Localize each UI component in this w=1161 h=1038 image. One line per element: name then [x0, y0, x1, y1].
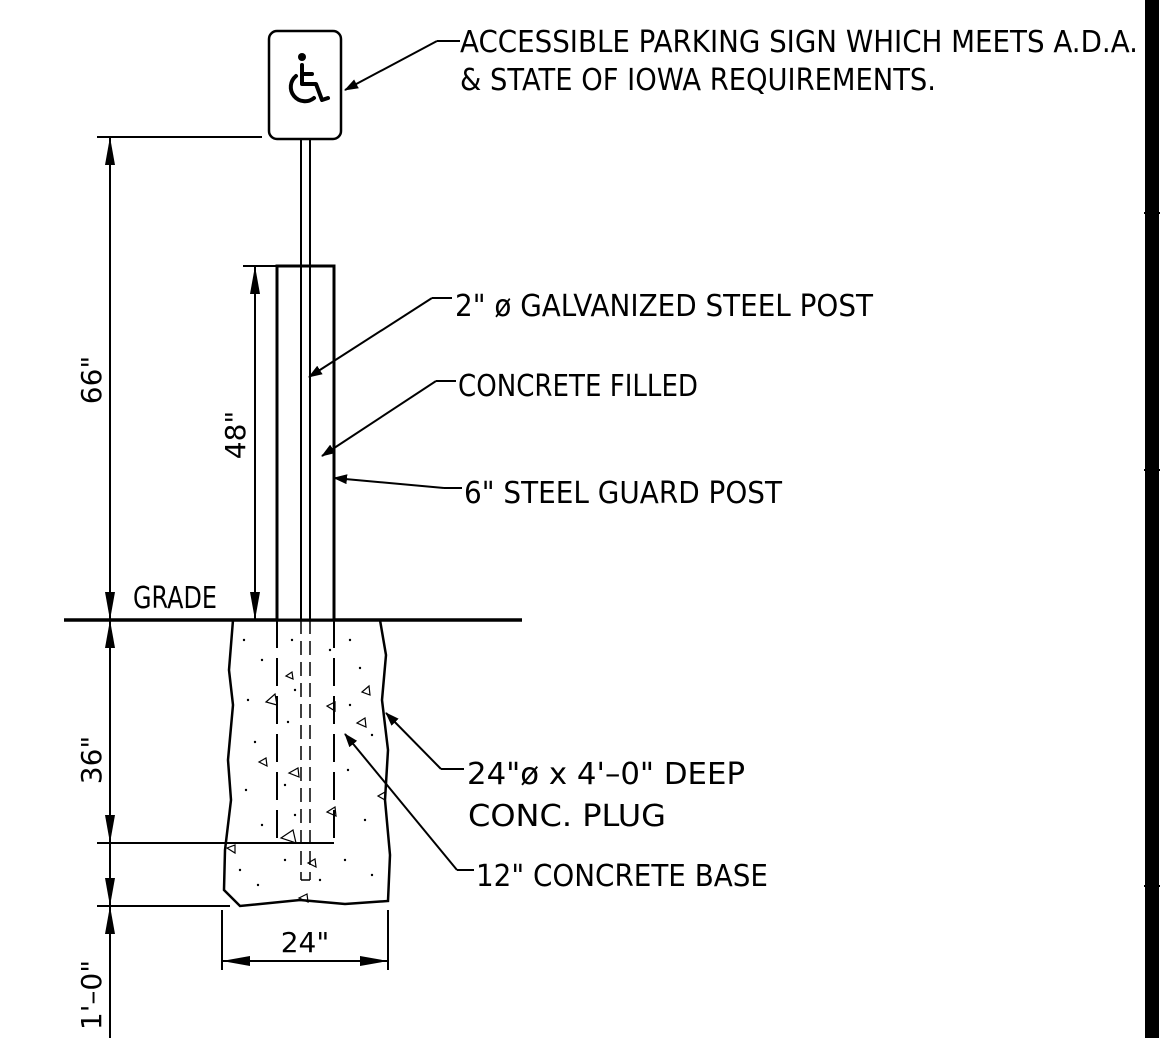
dim-36-label: 36": [75, 736, 108, 785]
sign-note-line1: ACCESSIBLE PARKING SIGN WHICH MEETS A.D.…: [460, 25, 1138, 60]
concrete-stipple: [225, 670, 386, 903]
concrete-filled-note: CONCRETE FILLED: [458, 369, 698, 404]
dim-36-arrow-top: [105, 620, 115, 648]
steel-guard-post: [275, 264, 336, 622]
base-leader: [344, 733, 458, 871]
concrete-filled-leader: [321, 380, 437, 457]
dim-base-arrow-bottom: [105, 906, 115, 934]
dim-24-arrow-left: [222, 956, 250, 966]
dim-48-arrow-bottom: [250, 592, 260, 620]
dim-base-arrow-top: [105, 878, 115, 906]
guard-post-leader: [333, 474, 445, 489]
guard-post-note: 6" STEEL GUARD POST: [464, 476, 783, 511]
wheelchair-accessible-icon: [288, 53, 330, 104]
base-note: 12" CONCRETE BASE: [476, 859, 768, 894]
dim-24-arrow-right: [360, 956, 388, 966]
dim-36-arrow-bottom: [105, 815, 115, 843]
dim-66-arrow-bottom: [105, 592, 115, 620]
steel-post-note: 2" ø GALVANIZED STEEL POST: [455, 289, 874, 324]
concrete-dots: [238, 638, 374, 887]
dim-48-label: 48": [219, 411, 252, 460]
plug-leader: [385, 712, 442, 770]
plug-note-line2: CONC. PLUG: [468, 799, 666, 834]
dim-48-arrow-top: [250, 266, 260, 294]
dim-24-label: 24": [281, 926, 330, 959]
dim-66-label: 66": [75, 356, 108, 405]
grade-label: GRADE: [133, 581, 217, 616]
dim-66-arrow-top: [105, 137, 115, 165]
sign-leader-arrow: [344, 40, 438, 91]
sign-note-line2: & STATE OF IOWA REQUIREMENTS.: [460, 63, 936, 98]
concrete-plug: [222, 619, 392, 908]
steel-post-leader: [308, 297, 433, 378]
plug-note-line1: 24"ø x 4'–0" DEEP: [467, 757, 745, 792]
dim-base-label: 1'–0": [75, 960, 108, 1030]
